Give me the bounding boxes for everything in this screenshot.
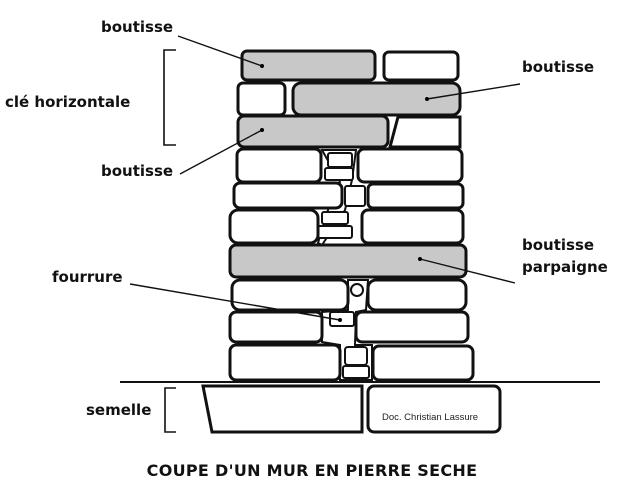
boutisse-stone xyxy=(236,114,390,149)
label-boutisse-parpaigne-1: boutisse xyxy=(522,236,595,254)
label-boutisse-left: boutisse xyxy=(101,162,174,180)
boutisse-parpaigne-stone xyxy=(228,243,468,279)
label-semelle: semelle xyxy=(86,401,152,419)
boutisse-stone xyxy=(240,49,377,82)
label-fourrure: fourrure xyxy=(52,268,123,286)
wall-stones xyxy=(228,49,475,382)
label-cle-horizontale: clé horizontale xyxy=(5,93,131,111)
boutisse-stone xyxy=(291,81,462,117)
fourrure-stones xyxy=(316,149,373,381)
cle-horizontale-bracket xyxy=(163,49,176,146)
label-boutisse-parpaigne-2: parpaigne xyxy=(522,258,608,276)
leader-lines xyxy=(129,35,521,322)
semelle-bracket xyxy=(164,387,176,433)
label-boutisse-top: boutisse xyxy=(101,18,174,36)
diagram-title: COUPE D'UN MUR EN PIERRE SECHE xyxy=(146,461,478,480)
credit-text: Doc. Christian Lassure xyxy=(382,412,479,423)
label-boutisse-right: boutisse xyxy=(522,58,595,76)
semelle-stones xyxy=(201,384,502,434)
